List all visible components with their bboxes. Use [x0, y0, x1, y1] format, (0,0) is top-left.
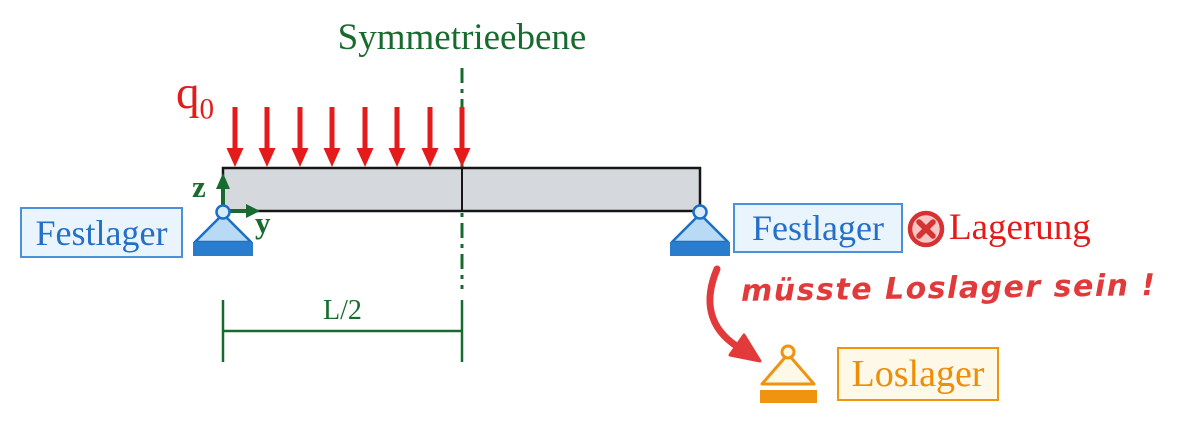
symmetry-plane-label: Symmetrieebene: [337, 17, 587, 58]
roller-support-icon: [760, 344, 817, 403]
left-festlager-label-box: Festlager: [20, 207, 183, 258]
right-pin-support-icon: [668, 204, 732, 258]
left-pin-support-icon: [191, 204, 255, 258]
load-q0-label: q0: [176, 70, 214, 125]
right-festlager-label: Festlager: [752, 208, 884, 248]
beam: [221, 166, 702, 213]
load-q-subscript: 0: [199, 93, 215, 126]
distributed-load-arrows: [227, 107, 471, 167]
loslager-label: Loslager: [851, 353, 985, 395]
dimension-lines: [221, 300, 464, 362]
right-festlager-label-box: Festlager: [733, 203, 903, 253]
circled-x-icon: [907, 210, 945, 248]
z-axis-arrowhead: [216, 173, 230, 189]
load-q-main: q: [176, 67, 200, 119]
handwritten-annotation: müsste Loslager sein !: [740, 268, 1157, 309]
y-axis-arrowhead: [246, 204, 260, 218]
y-axis-label: y: [255, 205, 271, 240]
loslager-label-box: Loslager: [837, 347, 999, 401]
left-festlager-label: Festlager: [35, 212, 168, 253]
dimension-label: L/2: [323, 295, 362, 326]
lagerung-error-label: Lagerung: [949, 207, 1091, 248]
curved-correction-arrow: [706, 265, 762, 363]
z-axis-label: z: [192, 169, 206, 204]
